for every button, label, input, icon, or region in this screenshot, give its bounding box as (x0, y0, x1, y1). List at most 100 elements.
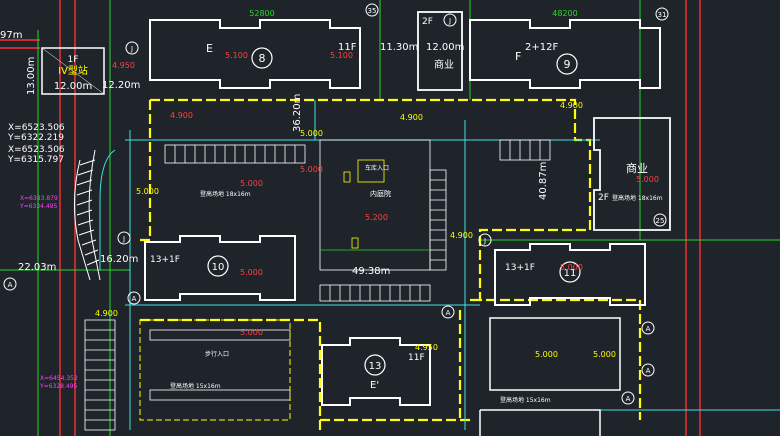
car-entry-label: 车库入口 (365, 164, 389, 172)
elev-i: 4.900 (400, 113, 423, 122)
site-boundary (140, 98, 642, 430)
axis-j2: J (122, 235, 125, 243)
building-11: 11 13+1F (494, 243, 646, 306)
commerce-top: 2F 12.00m 商业 (417, 11, 464, 91)
svg-text:Y=6334.495: Y=6334.495 (19, 203, 58, 210)
b8-dim: 11.30m (380, 42, 418, 53)
elev-a: 4.950 (112, 61, 135, 70)
elev-k: 4.900 (450, 231, 473, 240)
ped-entry: 步行入口 (205, 350, 229, 358)
b13-floors: 11F (408, 353, 425, 363)
elev-l: 5.000 (136, 187, 159, 196)
elev-h: 5.200 (365, 213, 388, 222)
building-8: 8 E 11F 52800 11.30m (149, 9, 418, 89)
iv-width: 12.00m (54, 81, 92, 92)
b11-floors: 13+1F (505, 263, 535, 273)
elev-c: 5.100 (225, 51, 248, 60)
building-10: 10 13+1F 登高场地 18x16m (144, 190, 296, 301)
elev-e: 5.000 (300, 129, 323, 138)
elev-d: 5.100 (330, 51, 353, 60)
axis-j3: J (483, 237, 486, 245)
b8-width: 52800 (249, 9, 274, 18)
magenta-labels: X=6383.879 Y=6334.495 X=6454.352 Y=6328.… (19, 195, 78, 390)
iv-floor-label: 1F (68, 55, 79, 65)
b8-floors: 11F (338, 42, 357, 53)
fire-pad-3: 登高场地 15x16m (170, 382, 221, 390)
elev-p: 5.000 (593, 350, 616, 359)
coord-x1: X=6523.506 (8, 123, 65, 133)
svg-text:Y=6328.495: Y=6328.495 (39, 383, 78, 390)
coordinates: X=6523.506 Y=6322.219 X=6523.506 Y=6315.… (7, 123, 65, 165)
axis-31: 31 (658, 11, 667, 19)
iv-zone: 1F IV型站 12.00m (41, 47, 105, 95)
b9-width: 48200 (552, 9, 577, 18)
fire-pad-4: 登高场地 15x16m (500, 396, 551, 404)
building-lower-right: 登高场地 15x16m (479, 317, 621, 436)
dim-97m: 97m (0, 30, 22, 41)
elev-q: 5.000 (560, 263, 583, 272)
svg-text:X=6383.879: X=6383.879 (20, 195, 58, 202)
elev-b: 4.900 (170, 111, 193, 120)
coord-x2: X=6523.506 (8, 145, 65, 155)
coord-y1: Y=6322.219 (7, 133, 64, 143)
axis-35: 35 (368, 7, 377, 15)
b10-number: 10 (212, 262, 225, 273)
commerce-top-label: 商业 (434, 58, 454, 71)
b8-letter: E (206, 42, 213, 55)
svg-text:X=6454.352: X=6454.352 (40, 375, 78, 382)
cyan-lines (99, 100, 780, 430)
dim-1620: 16.20m (100, 254, 138, 265)
dim-4087: 40.87m (538, 162, 549, 200)
axis-a2: A (132, 295, 137, 303)
elev-f: 5.000 (240, 179, 263, 188)
axis-j4: J (130, 45, 133, 53)
iv-zone-name: IV型站 (58, 64, 88, 77)
commerce-right: 商业 2F 登高场地 18x16m (593, 117, 671, 231)
b9-letter: F (515, 50, 521, 63)
elevations: 4.950 4.900 5.100 5.100 5.000 5.000 5.00… (95, 51, 659, 359)
axis-a1: A (8, 281, 13, 289)
coord-y2: Y=6315.797 (7, 155, 64, 165)
elev-r: 4.950 (415, 343, 438, 352)
elev-o: 5.000 (535, 350, 558, 359)
elev-n: 4.900 (95, 309, 118, 318)
b13-letter: E' (370, 380, 379, 391)
commerce-top-width: 12.00m (426, 42, 464, 53)
b10-floors: 13+1F (150, 255, 180, 265)
b9-number: 9 (564, 58, 571, 71)
dim-1220: 12.20m (102, 80, 140, 91)
dim-1300: 13.00m (26, 57, 37, 95)
axis-markers: 35 31 25 J J A A A A A A J J (3, 3, 669, 405)
elev-t: 5.000 (636, 175, 659, 184)
commerce-right-label: 商业 (626, 161, 648, 175)
courtyard-label: 内庭院 (370, 189, 391, 198)
axis-a4: A (646, 325, 651, 333)
central-plaza (319, 139, 431, 271)
axis-25: 25 (656, 217, 665, 225)
road-lines (0, 0, 701, 436)
fire-pad-1: 登高场地 18x16m (200, 190, 251, 198)
commerce-top-floor: 2F (422, 17, 433, 27)
elev-j: 4.900 (560, 101, 583, 110)
b8-number: 8 (259, 52, 266, 65)
b13-number: 13 (369, 361, 382, 372)
axis-j1: J (448, 17, 451, 25)
dimension-labels: 97m 13.00m 12.20m 36.20m 40.87m 16.20m 2… (0, 30, 549, 273)
elev-s: 5.000 (240, 328, 263, 337)
elev-m: 5.000 (240, 268, 263, 277)
b9-floors: 2+12F (525, 42, 558, 53)
dim-2203: 22.03m (18, 262, 56, 273)
building-13: 13 11F E' (321, 337, 431, 406)
lower-left-area: 登高场地 15x16m 步行入口 (139, 319, 291, 421)
building-9: 9 2+12F F 48200 (469, 9, 661, 89)
axis-a5: A (646, 367, 651, 375)
dim-3620: 36.20m (292, 94, 303, 132)
dim-4938: 49.38m (352, 266, 390, 277)
commerce-right-floor: 2F (598, 193, 609, 203)
ramp (73, 149, 101, 281)
b11-number: 11 (564, 268, 577, 279)
axis-a6: A (626, 395, 631, 403)
elev-g: 5.000 (300, 165, 323, 174)
